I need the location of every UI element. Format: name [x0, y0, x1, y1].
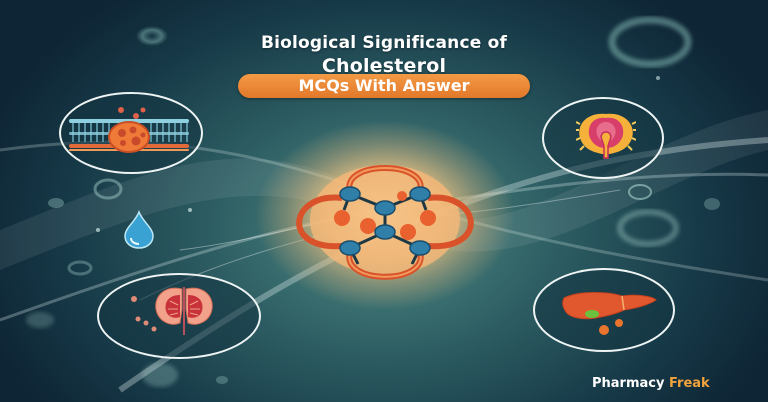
adrenal-gland-icon — [576, 113, 636, 159]
brand-name-part2: Freak — [669, 376, 710, 391]
cholesterol-molecule-icon — [296, 165, 474, 280]
liver-icon — [562, 292, 657, 335]
title-line-1: Biological Significance of — [260, 33, 508, 53]
kidney-icon — [131, 287, 213, 335]
title-line-2: Cholesterol — [321, 55, 447, 77]
subtitle-pill: MCQs With Answer — [238, 74, 530, 98]
liver-circle — [533, 268, 675, 352]
brand-name-part1: Pharmacy — [592, 376, 665, 391]
cell-membrane-icon — [69, 107, 189, 153]
brand-logo: Pharmacy Freak — [592, 376, 710, 391]
water-drop-icon — [124, 210, 154, 249]
